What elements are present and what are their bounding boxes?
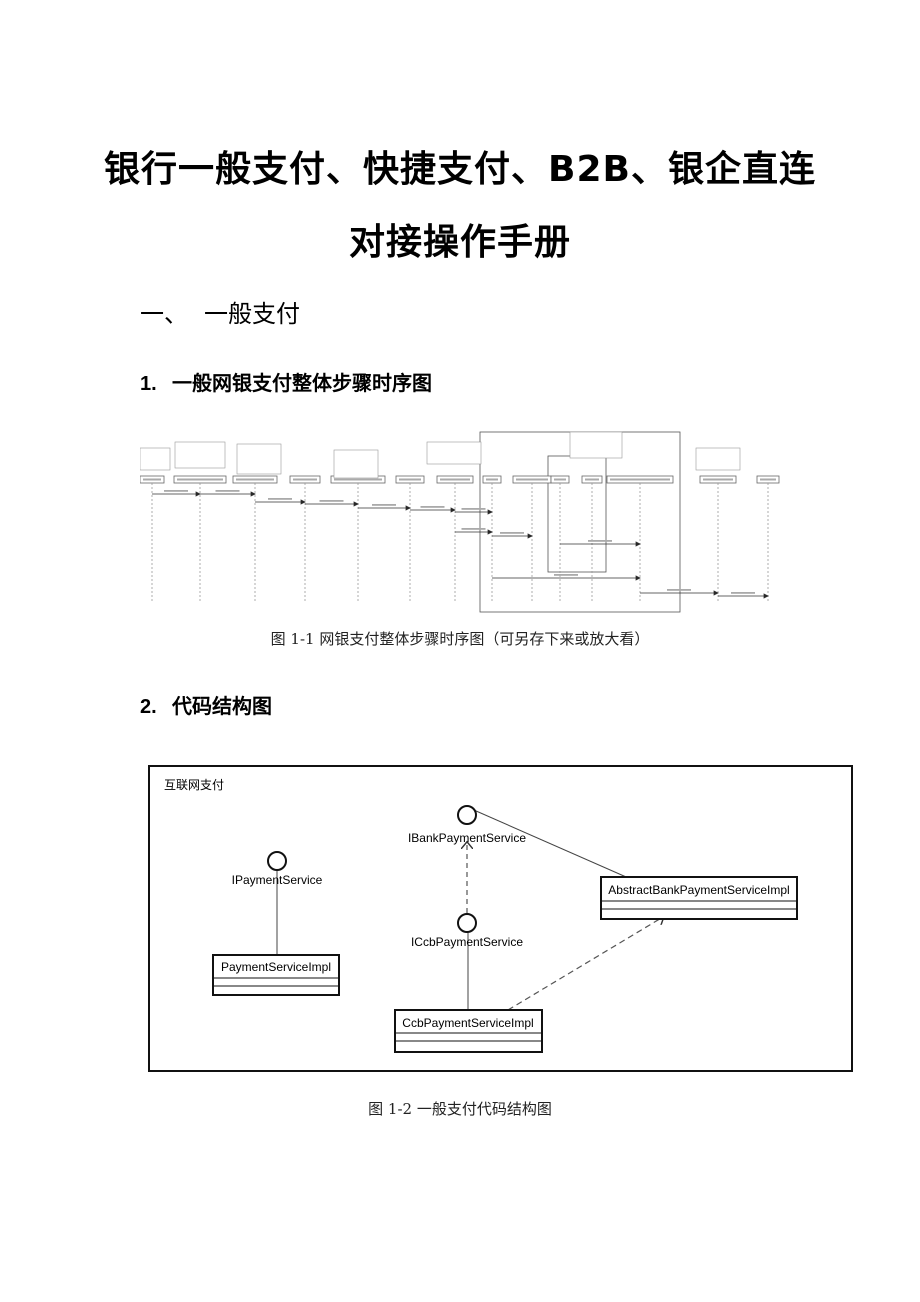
message-arrowhead: [527, 533, 533, 539]
lifeline-label: [554, 478, 566, 481]
lifeline: [173, 475, 227, 603]
lifeline-label: [399, 478, 421, 481]
subsection-heading-2: 2. 代码结构图: [140, 690, 272, 719]
lifeline-label: [703, 478, 733, 481]
note: [426, 441, 482, 465]
lifeline: [330, 475, 386, 603]
section-title: 一般支付: [204, 300, 300, 328]
subsection-title: 一般网银支付整体步骤时序图: [172, 371, 432, 395]
message-label: [164, 490, 188, 492]
note: [236, 443, 282, 475]
subsection-number: 1.: [140, 373, 157, 395]
combined-fragment-inner: [547, 455, 607, 573]
lifeline: [512, 475, 552, 603]
note: [569, 431, 623, 459]
lifeline: [606, 475, 674, 603]
lifeline: [756, 475, 780, 603]
interface-ipayment-label: IPaymentService: [232, 873, 323, 887]
message-label: [667, 589, 691, 591]
message-label: [731, 592, 755, 594]
document-title-line2: 对接操作手册: [348, 222, 571, 263]
message-arrowhead: [635, 541, 641, 547]
lifeline-label: [236, 478, 274, 481]
figure-caption-2: 图 1-2 一般支付代码结构图: [368, 1100, 552, 1118]
note: [333, 449, 379, 479]
class-abstractbank: AbstractBankPaymentServiceImpl: [600, 876, 798, 920]
document-title-line1: 银行一般支付、快捷支付、B2B、银企直连: [104, 149, 816, 190]
message-label: [215, 490, 240, 492]
message-arrowhead: [353, 501, 359, 507]
message-arrowhead: [195, 491, 201, 497]
class-paymentimpl: PaymentServiceImpl: [212, 954, 340, 996]
lifeline-label: [610, 478, 670, 481]
class-paymentimpl-label: PaymentServiceImpl: [221, 960, 331, 974]
interface-icon: [457, 913, 477, 933]
message-arrowhead: [450, 507, 456, 513]
figure-caption-1: 图 1-1 网银支付整体步骤时序图（可另存下来或放大看）: [270, 630, 650, 648]
lifeline-label: [177, 478, 223, 481]
lifeline-label: [585, 478, 599, 481]
lifeline: [395, 475, 425, 603]
lifeline: [232, 475, 278, 603]
message-arrowhead: [487, 529, 493, 535]
subsection-title: 代码结构图: [172, 694, 272, 718]
message-arrowhead: [405, 505, 411, 511]
sequence-diagram: [140, 431, 780, 613]
class-ccbimpl: CcbPaymentServiceImpl: [394, 1009, 543, 1053]
message-label: [500, 532, 524, 534]
interface-icon: [457, 805, 477, 825]
lifeline-label: [293, 478, 317, 481]
message-label: [420, 506, 445, 508]
message-arrowhead: [763, 593, 769, 599]
interface-icon: [267, 851, 287, 871]
lifeline: [482, 475, 502, 603]
diagram-frame-label: 互联网支付: [164, 778, 225, 792]
interface-ibank-label: IBankPaymentService: [408, 831, 526, 845]
lifeline-label: [760, 478, 776, 481]
note: [695, 447, 741, 471]
lifeline-label: [516, 478, 548, 481]
lifeline: [140, 475, 165, 603]
message-arrowhead: [487, 509, 493, 515]
message-arrowhead: [713, 590, 719, 596]
subsection-number: 2.: [140, 696, 157, 718]
lifeline: [289, 475, 321, 603]
lifeline-label: [486, 478, 498, 481]
message-label: [319, 500, 344, 502]
message-arrowhead: [250, 491, 256, 497]
lifeline: [436, 475, 474, 603]
note: [140, 447, 171, 471]
section-heading: 一、一般支付: [140, 294, 300, 329]
relation-abstractbank-ibank: [466, 806, 634, 881]
relation-ccbimpl-abstractbank: [507, 917, 663, 1011]
class-diagram: IPaymentService IBankPaymentService ICcb…: [148, 765, 853, 1072]
message-label: [268, 498, 292, 500]
section-number: 一、: [140, 300, 188, 328]
message-arrowhead: [300, 499, 306, 505]
lifeline: [550, 475, 570, 603]
lifeline-label: [143, 478, 161, 481]
lifeline-label: [440, 478, 470, 481]
message-label: [372, 504, 396, 506]
class-abstractbank-label: AbstractBankPaymentServiceImpl: [608, 883, 789, 897]
class-ccbimpl-label: CcbPaymentServiceImpl: [402, 1016, 533, 1030]
lifeline-label: [334, 478, 382, 481]
lifeline: [581, 475, 603, 603]
combined-fragment-outer: [479, 431, 681, 613]
message-label: [554, 574, 578, 576]
subsection-heading-1: 1. 一般网银支付整体步骤时序图: [140, 367, 432, 396]
note: [174, 441, 226, 469]
interface-iccb-label: ICcbPaymentService: [411, 935, 523, 949]
message-label: [588, 540, 612, 542]
lifeline: [699, 475, 737, 603]
message-label: [461, 508, 486, 510]
message-arrowhead: [635, 575, 641, 581]
message-label: [461, 528, 486, 530]
